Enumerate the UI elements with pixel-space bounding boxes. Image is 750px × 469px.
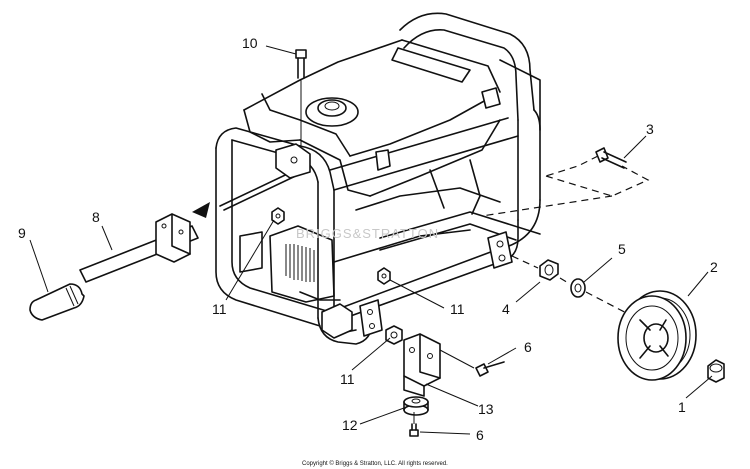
axle-path xyxy=(511,255,637,319)
handle-assembly xyxy=(29,167,305,321)
part-bracket-13 xyxy=(403,333,441,397)
insert-arrow-icon xyxy=(192,202,210,218)
frame-foot-bracket xyxy=(321,299,383,339)
callout-1: 1 xyxy=(678,399,686,415)
vent-slots xyxy=(285,244,315,282)
callout-labels: 10 3 2 5 4 1 6 6 8 9 11 11 11 12 13 xyxy=(18,35,718,443)
callout-11-left: 11 xyxy=(212,301,227,317)
callout-5: 5 xyxy=(618,241,626,257)
part-cap-1 xyxy=(707,359,725,383)
callout-8: 8 xyxy=(92,209,100,225)
part-nut-11-b xyxy=(377,267,391,285)
callout-leaders xyxy=(29,45,713,435)
callout-10: 10 xyxy=(242,35,258,51)
callout-12: 12 xyxy=(342,417,358,433)
callout-11-lower: 11 xyxy=(340,371,355,387)
callout-3: 3 xyxy=(646,121,654,137)
part-wheel-2 xyxy=(617,290,697,381)
part-screw-6-a xyxy=(439,349,505,377)
generator-frame xyxy=(215,12,541,345)
part-bolt-3 xyxy=(481,147,650,217)
copyright-notice: Copyright © Briggs & Stratton, LLC. All … xyxy=(302,460,448,467)
callout-9: 9 xyxy=(18,225,26,241)
part-washer-5 xyxy=(570,278,586,298)
callout-6-upper: 6 xyxy=(524,339,532,355)
part-nut-11-a xyxy=(271,207,285,225)
part-nut-4 xyxy=(539,259,559,281)
part-foot-12 xyxy=(403,396,429,416)
part-nut-11-c xyxy=(385,325,403,345)
callout-6-lower: 6 xyxy=(476,427,484,443)
wheel-bracket xyxy=(487,231,513,269)
part-screw-6-b xyxy=(409,412,419,437)
engine-body xyxy=(239,39,501,303)
watermark-text: BRIGGS&STRATTON xyxy=(296,226,439,241)
part-bolt-10 xyxy=(275,49,311,179)
callout-11-middle: 11 xyxy=(450,301,465,317)
callout-2: 2 xyxy=(710,259,718,275)
callout-4: 4 xyxy=(502,301,510,317)
callout-13: 13 xyxy=(478,401,494,417)
